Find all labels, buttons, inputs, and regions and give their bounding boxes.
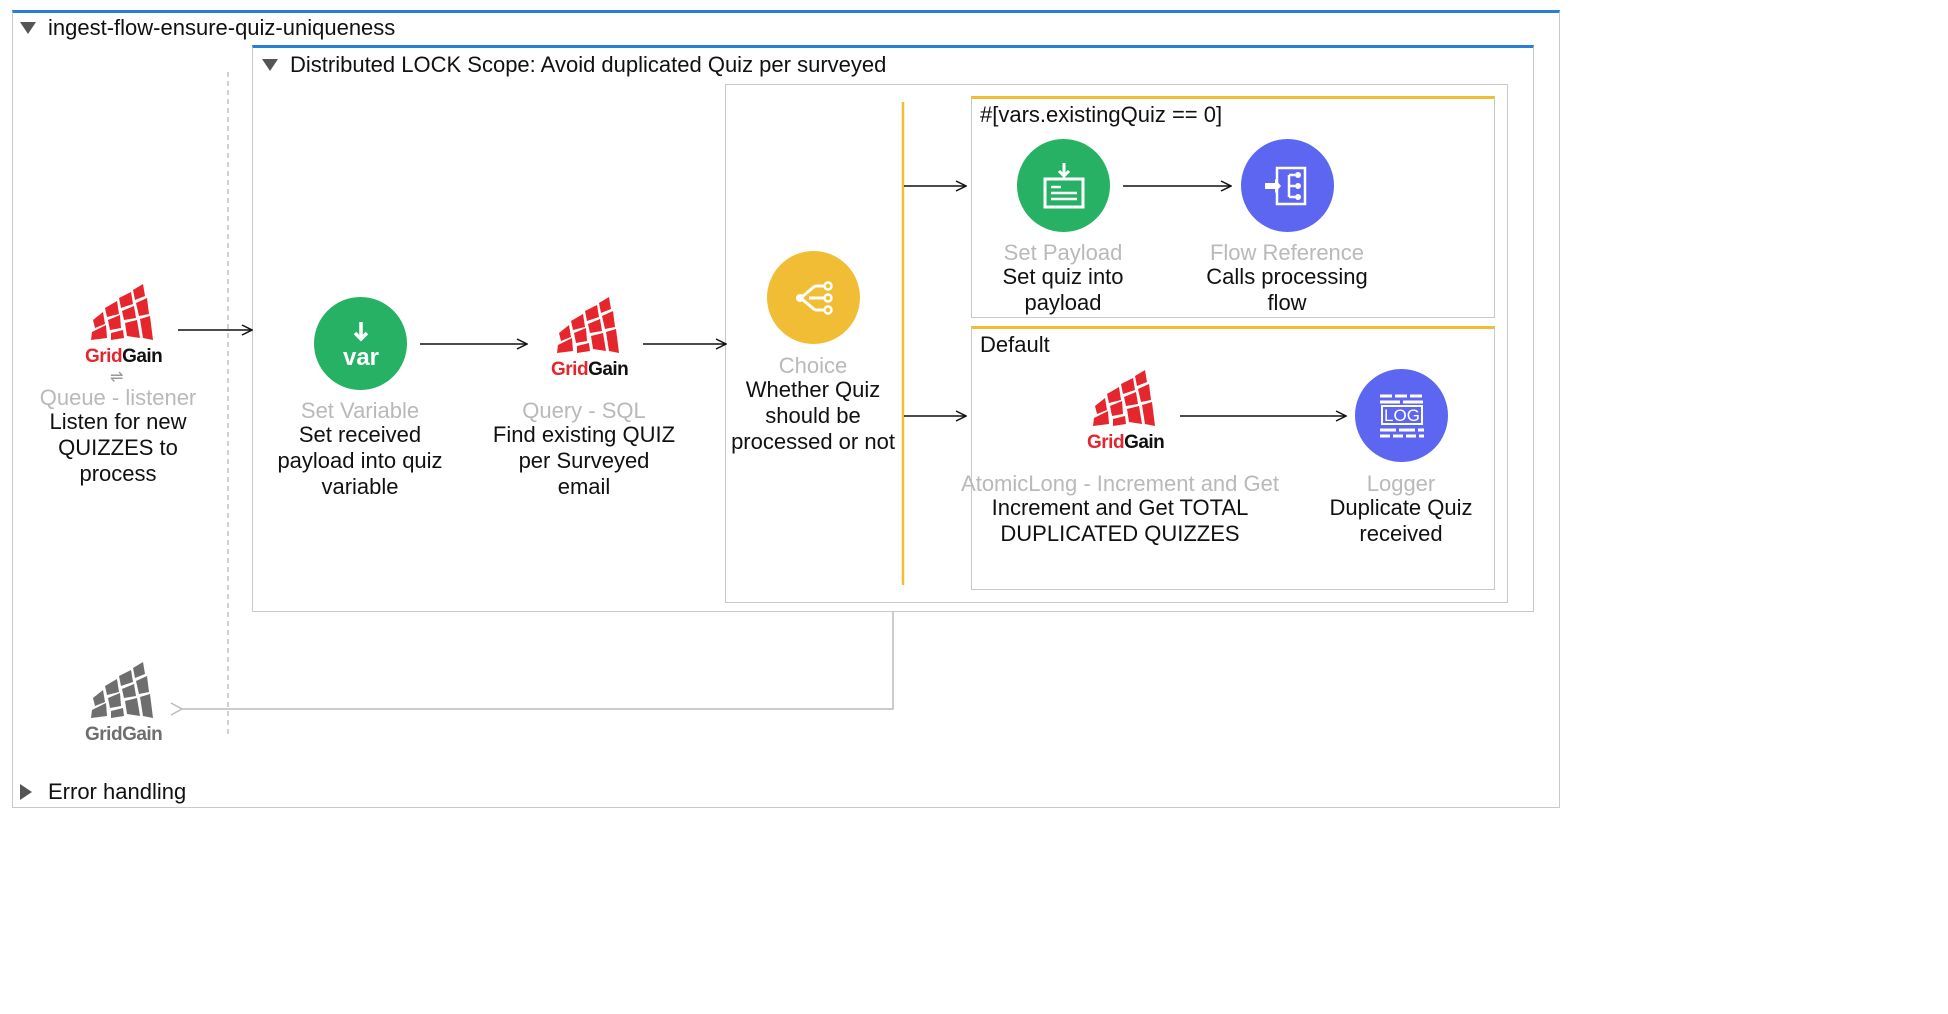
gridgain-wordmark: GridGain <box>1087 432 1165 453</box>
choice-description: Whether Quiz should be processed or not <box>731 377 895 454</box>
gridgain-wordmark-gray: GridGain <box>85 724 163 745</box>
route-condition-label[interactable]: #[vars.existingQuiz == 0] <box>980 102 1223 127</box>
choice-icon <box>795 280 833 315</box>
flow-name: ingest-flow-ensure-quiz-uniqueness <box>48 15 396 40</box>
gridgain-wordmark: GridGain <box>85 346 163 367</box>
set-payload-description: Set quiz into payload <box>1002 264 1124 315</box>
logger-type-label: Logger <box>1366 471 1436 496</box>
flow-reference-icon <box>1264 166 1306 205</box>
logger-node[interactable]: LOG <box>1355 369 1448 462</box>
flow-reference-node[interactable] <box>1241 139 1334 232</box>
set-variable-description: Set received payload into quiz variable <box>277 422 443 499</box>
collapse-triangle-icon[interactable] <box>262 59 278 71</box>
flow-header[interactable]: ingest-flow-ensure-quiz-uniqueness <box>20 15 395 41</box>
route-when-container <box>971 96 1495 318</box>
collapse-triangle-icon[interactable] <box>20 22 36 34</box>
set-payload-node[interactable] <box>1017 139 1110 232</box>
query-sql-node[interactable]: GridGain <box>546 295 629 385</box>
atomiclong-description: Increment and Get TOTAL DUPLICATED QUIZZ… <box>991 495 1249 546</box>
logger-description: Duplicate Quiz received <box>1329 495 1473 546</box>
flow-reference-type-label: Flow Reference <box>1209 240 1365 265</box>
svg-text:var: var <box>342 344 378 371</box>
gridgain-logo-icon <box>1093 370 1155 426</box>
set-payload-type-label: Set Payload <box>1003 240 1123 265</box>
flow-container <box>12 10 1560 808</box>
choice-node[interactable] <box>767 251 860 344</box>
scope-header[interactable]: Distributed LOCK Scope: Avoid duplicated… <box>262 52 886 78</box>
set-variable-type-label: Set Variable <box>300 398 420 423</box>
response-node[interactable]: GridGain <box>80 660 163 750</box>
query-sql-type-label: Query - SQL <box>522 398 646 423</box>
error-handling-label: Error handling <box>48 779 187 804</box>
source-component[interactable]: GridGain <box>80 282 163 372</box>
log-icon: LOG <box>1379 394 1424 437</box>
query-sql-description: Find existing QUIZ per Surveyed email <box>492 422 676 499</box>
gridgain-logo-icon <box>91 284 153 340</box>
route-default-container <box>971 326 1495 590</box>
svg-text:LOG: LOG <box>1384 406 1420 425</box>
route-default-label[interactable]: Default <box>980 332 1050 357</box>
var-icon: var <box>342 321 379 371</box>
flow-reference-description: Calls processing flow <box>1206 264 1368 315</box>
expand-triangle-icon[interactable] <box>20 784 32 800</box>
set-variable-node[interactable]: var <box>314 297 407 390</box>
gridgain-logo-gray-icon <box>91 662 153 718</box>
gridgain-logo-icon <box>557 297 619 353</box>
return-path-line <box>170 612 894 716</box>
scope-title: Distributed LOCK Scope: Avoid duplicated… <box>290 52 887 77</box>
exchange-pattern-icon: ⇌ <box>110 369 124 386</box>
error-handling-section[interactable]: Error handling <box>20 779 186 805</box>
atomiclong-node[interactable]: GridGain <box>1082 368 1165 458</box>
atomiclong-type-label: AtomicLong - Increment and Get <box>961 471 1279 496</box>
source-type-label: Queue - listener <box>39 385 197 410</box>
set-payload-icon <box>1043 162 1084 208</box>
choice-type-label: Choice <box>778 353 848 378</box>
gridgain-wordmark: GridGain <box>551 359 629 380</box>
source-description: Listen for new QUIZZES to process <box>49 409 187 486</box>
